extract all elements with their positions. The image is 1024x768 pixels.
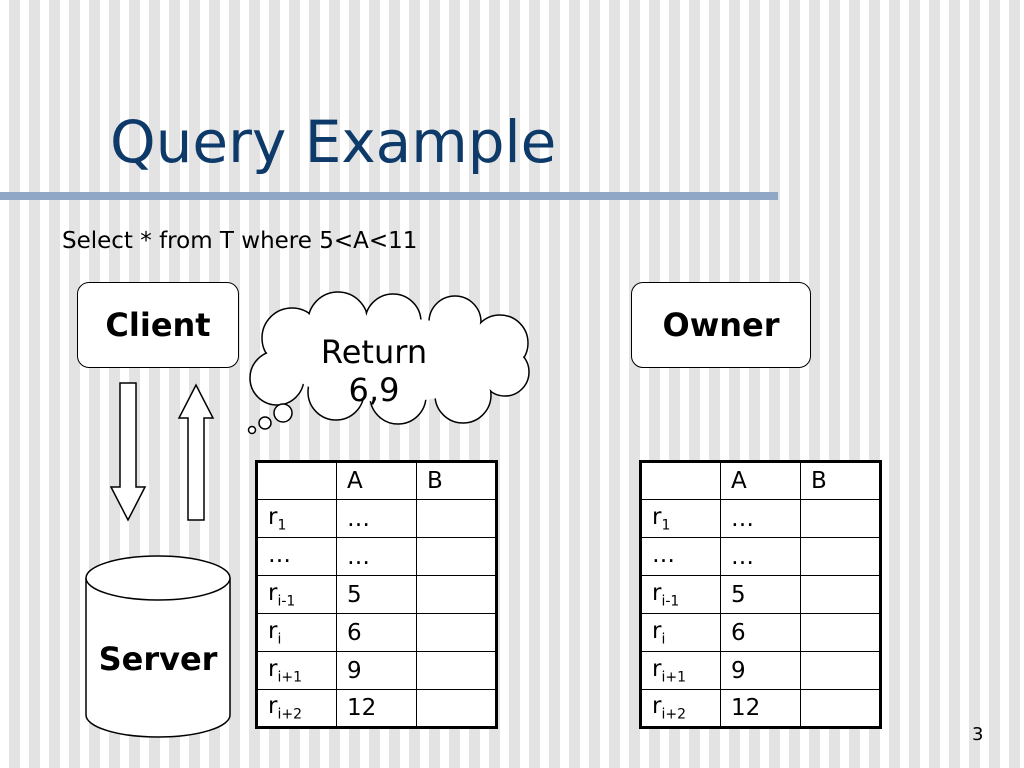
table-row: ri-1 5	[256, 575, 497, 614]
up-arrow-icon	[177, 383, 215, 521]
thought-bubble-dot	[273, 403, 293, 423]
cell-b	[416, 651, 497, 690]
table-row: r1 …	[256, 499, 497, 538]
row-id-cell: ri+1	[256, 651, 337, 690]
header-cell: B	[800, 461, 881, 500]
query-text: Select * from T where 5<A<11	[62, 228, 418, 254]
cell-b	[800, 613, 881, 652]
row-id-cell: ri-1	[640, 575, 721, 614]
bubble-line-2: 6,9	[348, 371, 400, 409]
thought-bubble-text: Return 6,9	[290, 333, 458, 409]
owner-data-table: A B r1 … … … ri-1 5 ri 6 ri+1 9 ri+2 12	[639, 460, 882, 729]
row-id-cell: ri-1	[256, 575, 337, 614]
owner-label: Owner	[662, 306, 780, 344]
cell-a: …	[720, 499, 801, 538]
table-row: ri+2 12	[640, 689, 881, 728]
down-arrow-icon	[109, 382, 147, 522]
owner-box: Owner	[631, 282, 811, 368]
table-header-row: A B	[256, 461, 497, 500]
title-divider	[0, 192, 778, 200]
cell-a: 9	[336, 651, 417, 690]
table-row: ri-1 5	[640, 575, 881, 614]
header-cell	[640, 461, 721, 500]
cell-b	[416, 499, 497, 538]
header-cell: A	[720, 461, 801, 500]
cell-a: …	[336, 499, 417, 538]
cell-a: 9	[720, 651, 801, 690]
table-row: ri+1 9	[256, 651, 497, 690]
bubble-line-1: Return	[320, 333, 428, 371]
cell-b	[800, 651, 881, 690]
server-cylinder	[85, 555, 231, 738]
row-id-cell: ri+2	[640, 689, 721, 728]
row-id-cell: r1	[256, 499, 337, 538]
client-data-table: A B r1 … … … ri-1 5 ri 6 ri+1 9 ri+2 12	[255, 460, 498, 729]
row-id-cell: ri+1	[640, 651, 721, 690]
cell-b	[800, 575, 881, 614]
cell-a: …	[336, 537, 417, 576]
cell-b	[416, 689, 497, 728]
table-row: r1 …	[640, 499, 881, 538]
table-row: ri 6	[640, 613, 881, 652]
table-row: ri 6	[256, 613, 497, 652]
cell-b	[800, 499, 881, 538]
cell-b	[800, 689, 881, 728]
row-id-cell: ri+2	[256, 689, 337, 728]
cell-a: 5	[720, 575, 801, 614]
cell-b	[416, 537, 497, 576]
cell-b	[416, 575, 497, 614]
row-id-cell: ri	[640, 613, 721, 652]
cell-a: 12	[336, 689, 417, 728]
table-header-row: A B	[640, 461, 881, 500]
cell-a: 5	[336, 575, 417, 614]
table-row: ri+2 12	[256, 689, 497, 728]
page-number: 3	[972, 724, 984, 745]
thought-bubble-dot	[247, 425, 257, 435]
row-id-cell: …	[640, 537, 721, 576]
row-id-cell: ri	[256, 613, 337, 652]
client-box: Client	[77, 282, 239, 368]
header-cell	[256, 461, 337, 500]
row-id-cell: …	[256, 537, 337, 576]
thought-bubble-dot	[258, 416, 272, 430]
cell-b	[800, 537, 881, 576]
cell-a: 12	[720, 689, 801, 728]
cell-b	[416, 613, 497, 652]
row-id-cell: r1	[640, 499, 721, 538]
cell-a: …	[720, 537, 801, 576]
table-row: … …	[640, 537, 881, 576]
header-cell: A	[336, 461, 417, 500]
client-label: Client	[105, 306, 211, 344]
header-cell: B	[416, 461, 497, 500]
slide-title: Query Example	[110, 108, 557, 176]
cell-a: 6	[720, 613, 801, 652]
table-row: … …	[256, 537, 497, 576]
server-label: Server	[98, 640, 218, 678]
thought-bubble-cloud	[249, 291, 530, 425]
cell-a: 6	[336, 613, 417, 652]
table-row: ri+1 9	[640, 651, 881, 690]
